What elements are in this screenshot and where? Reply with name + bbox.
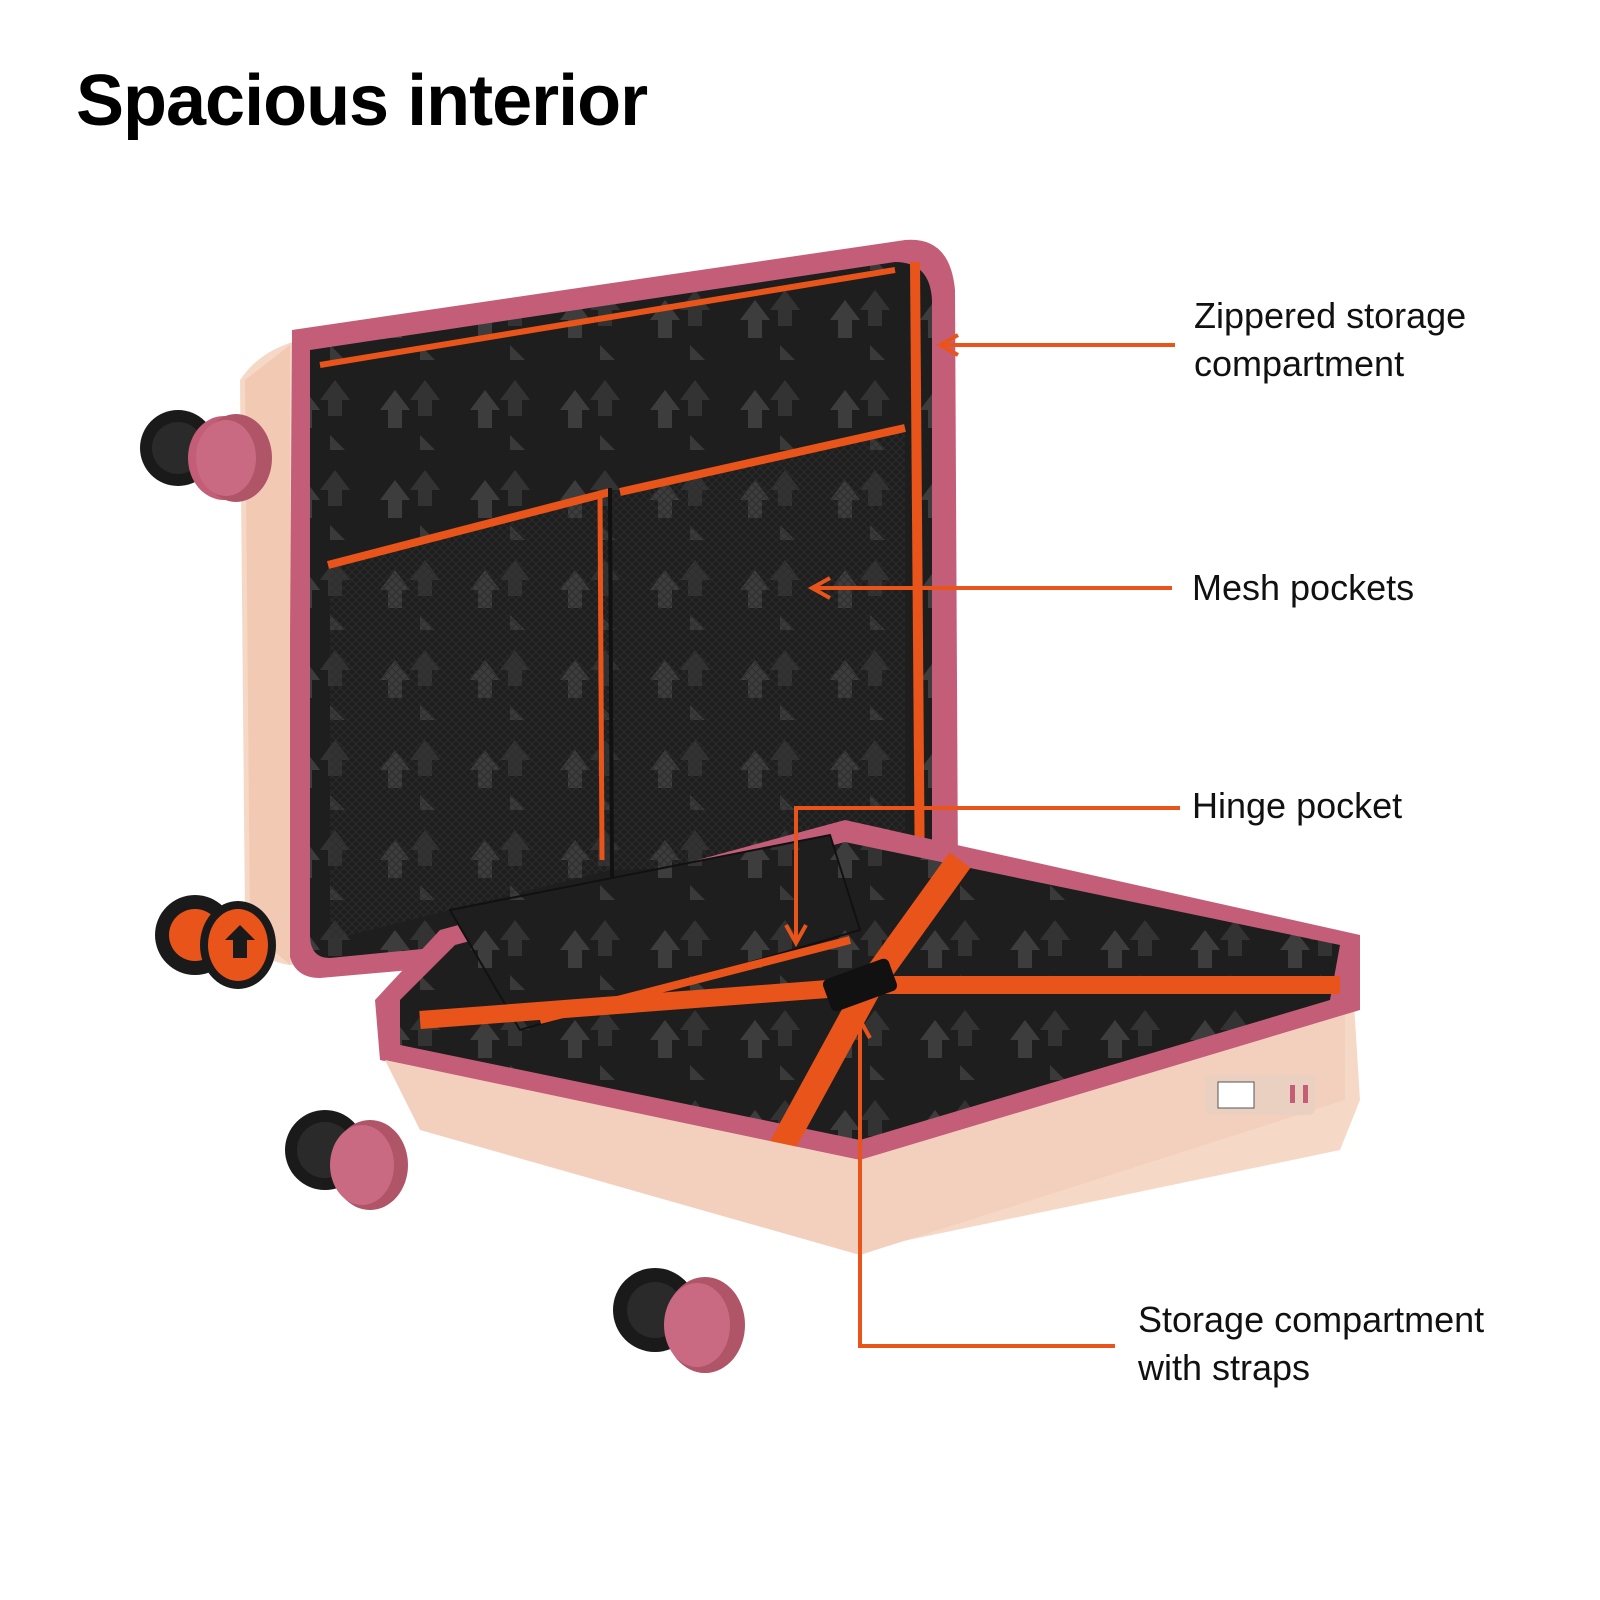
- wheel-bottom-right: [613, 1268, 745, 1373]
- wheel-mid-left: [155, 895, 276, 989]
- callout-line: with straps: [1138, 1347, 1311, 1388]
- wheel-top-left: [140, 410, 272, 502]
- wheel-bottom-left: [285, 1110, 408, 1210]
- callout-lines: [784, 333, 1180, 1348]
- suitcase-lid: [240, 239, 958, 979]
- callout-storage-straps: Storage compartment with straps: [1138, 1296, 1484, 1392]
- callout-hinge-pocket: Hinge pocket: [1192, 782, 1402, 830]
- callout-mesh-pockets: Mesh pockets: [1192, 564, 1414, 612]
- callout-line: Zippered storage: [1194, 295, 1467, 336]
- callout-zippered-storage: Zippered storage compartment: [1194, 292, 1466, 388]
- callout-line: compartment: [1194, 343, 1405, 384]
- page-title: Spacious interior: [76, 61, 648, 141]
- callout-line: Mesh pockets: [1192, 567, 1415, 608]
- callout-line: Hinge pocket: [1192, 785, 1403, 826]
- suitcase-base: [375, 820, 1360, 1255]
- callout-line: Storage compartment: [1138, 1299, 1485, 1340]
